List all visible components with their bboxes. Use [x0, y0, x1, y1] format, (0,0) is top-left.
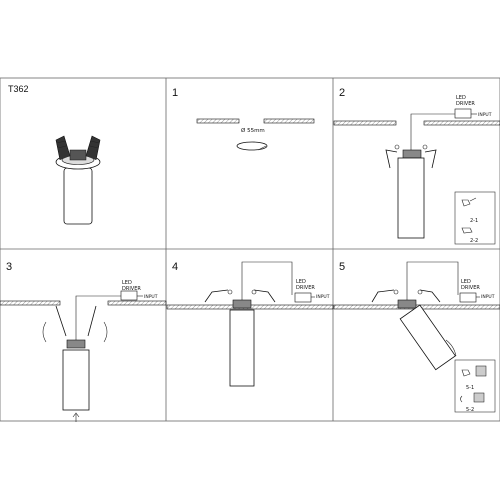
panel-step-5: 5 LED DRIVER INPUT 5-1 5-2	[333, 261, 500, 413]
input-label: INPUT	[316, 294, 330, 300]
fixture-trim	[402, 149, 422, 159]
driver-label-line-2: DRIVER	[122, 286, 141, 292]
panel-product: T362	[8, 84, 101, 225]
ceiling-left	[196, 118, 240, 124]
panel-step-1: 1 Ø 55mm	[172, 87, 315, 151]
fixture-body	[397, 157, 425, 239]
spring-right	[87, 305, 97, 337]
ceiling-left	[333, 120, 397, 126]
fixture-trim	[232, 299, 252, 309]
tilt-arrow	[445, 339, 457, 357]
ceiling-right	[263, 118, 315, 124]
panel-grid	[0, 77, 500, 422]
step-number: 4	[172, 261, 178, 273]
driver-label-line-2: DRIVER	[461, 285, 480, 291]
driver-cable	[410, 113, 455, 150]
input-label: INPUT	[478, 112, 492, 118]
fixture-body	[62, 349, 90, 411]
ceiling-right	[107, 300, 167, 306]
led-driver-box	[454, 108, 472, 119]
push-up-arrow	[72, 412, 80, 422]
step-number: 2	[339, 87, 345, 99]
driver-label-line-1: LED	[456, 95, 466, 101]
rotate-arrow-left	[42, 321, 47, 343]
panel-step-3: 3 LED DRIVER INPUT	[0, 261, 167, 422]
detail-label-1: 5-1	[466, 385, 474, 391]
fixture-body	[229, 309, 255, 387]
input-label: INPUT	[144, 294, 158, 300]
ceiling-left	[0, 300, 61, 306]
product-code: T362	[8, 84, 29, 94]
detail-label-1: 2-1	[470, 218, 478, 224]
detail-label-2: 2-2	[470, 238, 478, 244]
spring-right	[419, 289, 441, 303]
driver-cable	[406, 261, 459, 300]
spring-left	[204, 289, 229, 303]
panel-step-4: 4 LED DRIVER INPUT	[166, 261, 334, 387]
spring-right	[424, 149, 437, 169]
driver-cable	[75, 295, 121, 340]
cutout-arrow	[257, 145, 267, 151]
panel-step-2: 2 LED DRIVER INPUT 2-1 2-2	[333, 87, 500, 245]
driver-label-line-1: LED	[296, 279, 306, 285]
driver-label-line-1: LED	[461, 279, 471, 285]
led-driver-box	[459, 292, 477, 303]
detail-label-2: 5-2	[466, 407, 474, 413]
step-number: 1	[172, 87, 178, 99]
input-label: INPUT	[481, 294, 495, 300]
cutout-diameter-label: Ø 55mm	[241, 127, 265, 134]
spring-left	[55, 305, 67, 337]
spring-left	[371, 289, 395, 303]
step-number: 5	[339, 261, 345, 273]
led-driver-box	[294, 292, 312, 303]
fixture-trim	[66, 339, 86, 349]
spring-right	[253, 289, 276, 303]
led-driver-box	[120, 290, 138, 301]
product-illustration	[55, 135, 101, 225]
fixture-body-tilted	[399, 304, 456, 371]
driver-label-line-2: DRIVER	[296, 285, 315, 291]
detail-inset	[454, 191, 496, 245]
ceiling-right	[423, 120, 500, 126]
driver-label-line-1: LED	[122, 280, 132, 286]
driver-label-line-2: DRIVER	[456, 101, 475, 107]
fixture-trim	[397, 299, 417, 309]
driver-cable	[241, 261, 293, 300]
rotate-arrow-right	[103, 321, 108, 343]
detail-inset	[454, 359, 496, 413]
step-number: 3	[6, 261, 12, 273]
cutout-circle	[236, 141, 268, 151]
spring-left	[385, 149, 398, 169]
